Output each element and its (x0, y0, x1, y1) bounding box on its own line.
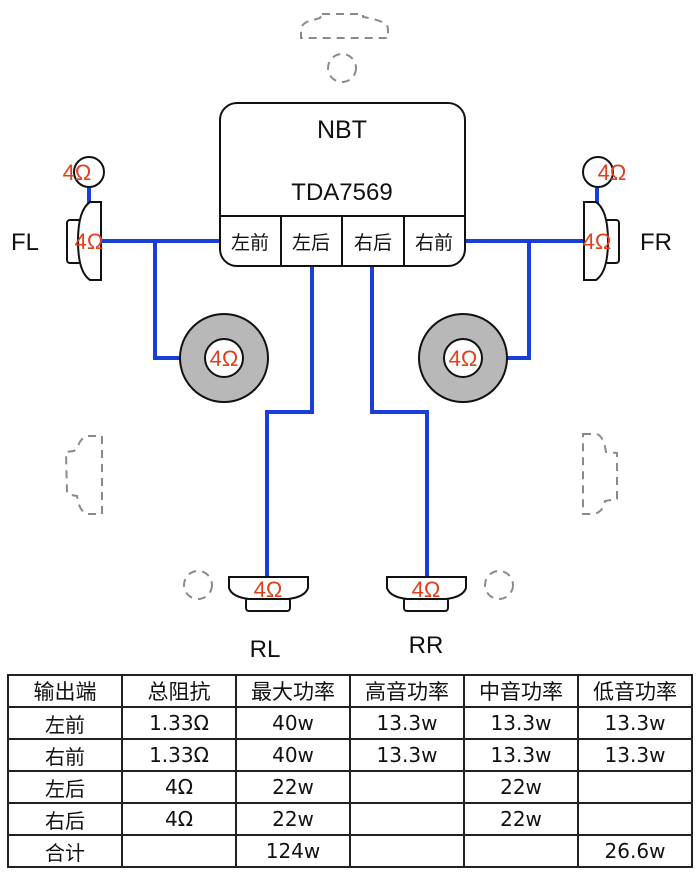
cell-output: 右前 (7, 738, 123, 772)
cell-tweeter-power (349, 834, 465, 868)
cell-impedance (121, 834, 237, 868)
cell-output: 左后 (7, 770, 123, 804)
power-spec-table: 输出端 总阻抗 最大功率 高音功率 中音功率 低音功率 左前 1.33Ω 40w… (7, 674, 693, 868)
ghost-dashboard-speaker-icon (300, 13, 389, 39)
table-header-row: 输出端 总阻抗 最大功率 高音功率 中音功率 低音功率 (7, 674, 693, 708)
ghost-center-tweeter-icon (327, 53, 357, 83)
front-left-label: FL (11, 229, 39, 256)
cell-max-power: 22w (235, 802, 351, 836)
fr-midrange-impedance: 4Ω (583, 229, 612, 254)
cell-woofer-power: 26.6w (577, 834, 693, 868)
rr-impedance: 4Ω (412, 577, 441, 602)
cell-max-power: 40w (235, 706, 351, 740)
amp-chip: TDA7569 (291, 179, 392, 206)
table-row-total: 合计 124w 26.6w (7, 834, 693, 868)
cell-tweeter-power: 13.3w (349, 738, 465, 772)
cell-woofer-power: 13.3w (577, 738, 693, 772)
cell-impedance: 4Ω (121, 770, 237, 804)
cell-impedance: 1.33Ω (121, 706, 237, 740)
cell-tweeter-power (349, 770, 465, 804)
fl-midrange-impedance: 4Ω (75, 229, 104, 254)
cell-max-power: 22w (235, 770, 351, 804)
cell-output: 右后 (7, 802, 123, 836)
cell-tweeter-power (349, 802, 465, 836)
ghost-rear-left-tweeter-icon (183, 570, 213, 600)
cell-midrange-power (463, 834, 579, 868)
ghost-rear-right-tweeter-icon (484, 570, 514, 600)
cell-midrange-power: 22w (463, 802, 579, 836)
amp-output-front-right: 右前 (415, 232, 453, 254)
ghost-right-rear-door-speaker-icon (582, 433, 618, 515)
wire-rear-left (265, 266, 314, 580)
wire-rear-right (370, 266, 429, 580)
header-total-impedance: 总阻抗 (121, 674, 237, 708)
fr-tweeter-icon (582, 156, 614, 188)
rl-impedance: 4Ω (254, 577, 283, 602)
cell-woofer-power (577, 802, 693, 836)
rear-right-label: RR (409, 632, 444, 659)
cell-tweeter-power: 13.3w (349, 706, 465, 740)
wire-right-woofer (504, 241, 531, 360)
front-right-label: FR (640, 229, 672, 256)
table-row: 左前 1.33Ω 40w 13.3w 13.3w 13.3w (7, 706, 693, 740)
cell-woofer-power: 13.3w (577, 706, 693, 740)
rl-cone-icon (228, 576, 309, 600)
cell-output: 合计 (7, 834, 123, 868)
header-output: 输出端 (7, 674, 123, 708)
cell-impedance: 4Ω (121, 802, 237, 836)
cell-impedance: 1.33Ω (121, 738, 237, 772)
amp-output-front-left: 左前 (231, 232, 269, 254)
left-woofer-impedance: 4Ω (210, 346, 239, 371)
ghost-left-rear-door-speaker-icon (64, 435, 103, 515)
front-left-speaker-group: 4Ω 4Ω FL (11, 156, 105, 281)
header-woofer-power: 低音功率 (577, 674, 693, 708)
right-woofer-impedance: 4Ω (449, 346, 478, 371)
rear-left-label: RL (250, 636, 281, 663)
header-midrange-power: 中音功率 (463, 674, 579, 708)
cell-midrange-power: 13.3w (463, 738, 579, 772)
rear-right-speaker-group: 4Ω RR (386, 576, 467, 659)
amp-output-rear-left: 左后 (292, 232, 330, 254)
amp-output-rear-right: 右后 (354, 232, 392, 254)
amp-brand: NBT (317, 116, 367, 144)
fr-midrange-cone-icon (583, 201, 610, 281)
table-row: 右前 1.33Ω 40w 13.3w 13.3w 13.3w (7, 738, 693, 772)
header-max-power: 最大功率 (235, 674, 351, 708)
left-woofer-group: 4Ω (179, 313, 269, 403)
wire-left-woofer (153, 241, 180, 360)
cell-max-power: 124w (235, 834, 351, 868)
rr-cone-icon (386, 576, 467, 600)
right-woofer-group: 4Ω (418, 313, 508, 403)
fr-tweeter-impedance: 4Ω (598, 160, 627, 185)
cell-max-power: 40w (235, 738, 351, 772)
wires (87, 188, 599, 580)
wiring-diagram: NBT TDA7569 左前 左后 右后 右前 4Ω 4Ω FL 4Ω 4Ω F… (11, 13, 672, 663)
fl-tweeter-icon (73, 156, 105, 188)
cell-woofer-power (577, 770, 693, 804)
fl-midrange-cone-icon (76, 201, 102, 281)
front-right-speaker-group: 4Ω 4Ω FR (582, 156, 672, 281)
cell-midrange-power: 22w (463, 770, 579, 804)
fl-tweeter-impedance: 4Ω (63, 160, 92, 185)
cell-output: 左前 (7, 706, 123, 740)
table-row: 左后 4Ω 22w 22w (7, 770, 693, 804)
rear-left-speaker-group: 4Ω RL (228, 576, 309, 663)
header-tweeter-power: 高音功率 (349, 674, 465, 708)
table-row: 右后 4Ω 22w 22w (7, 802, 693, 836)
cell-midrange-power: 13.3w (463, 706, 579, 740)
amplifier-block: NBT TDA7569 左前 左后 右后 右前 (219, 102, 466, 267)
